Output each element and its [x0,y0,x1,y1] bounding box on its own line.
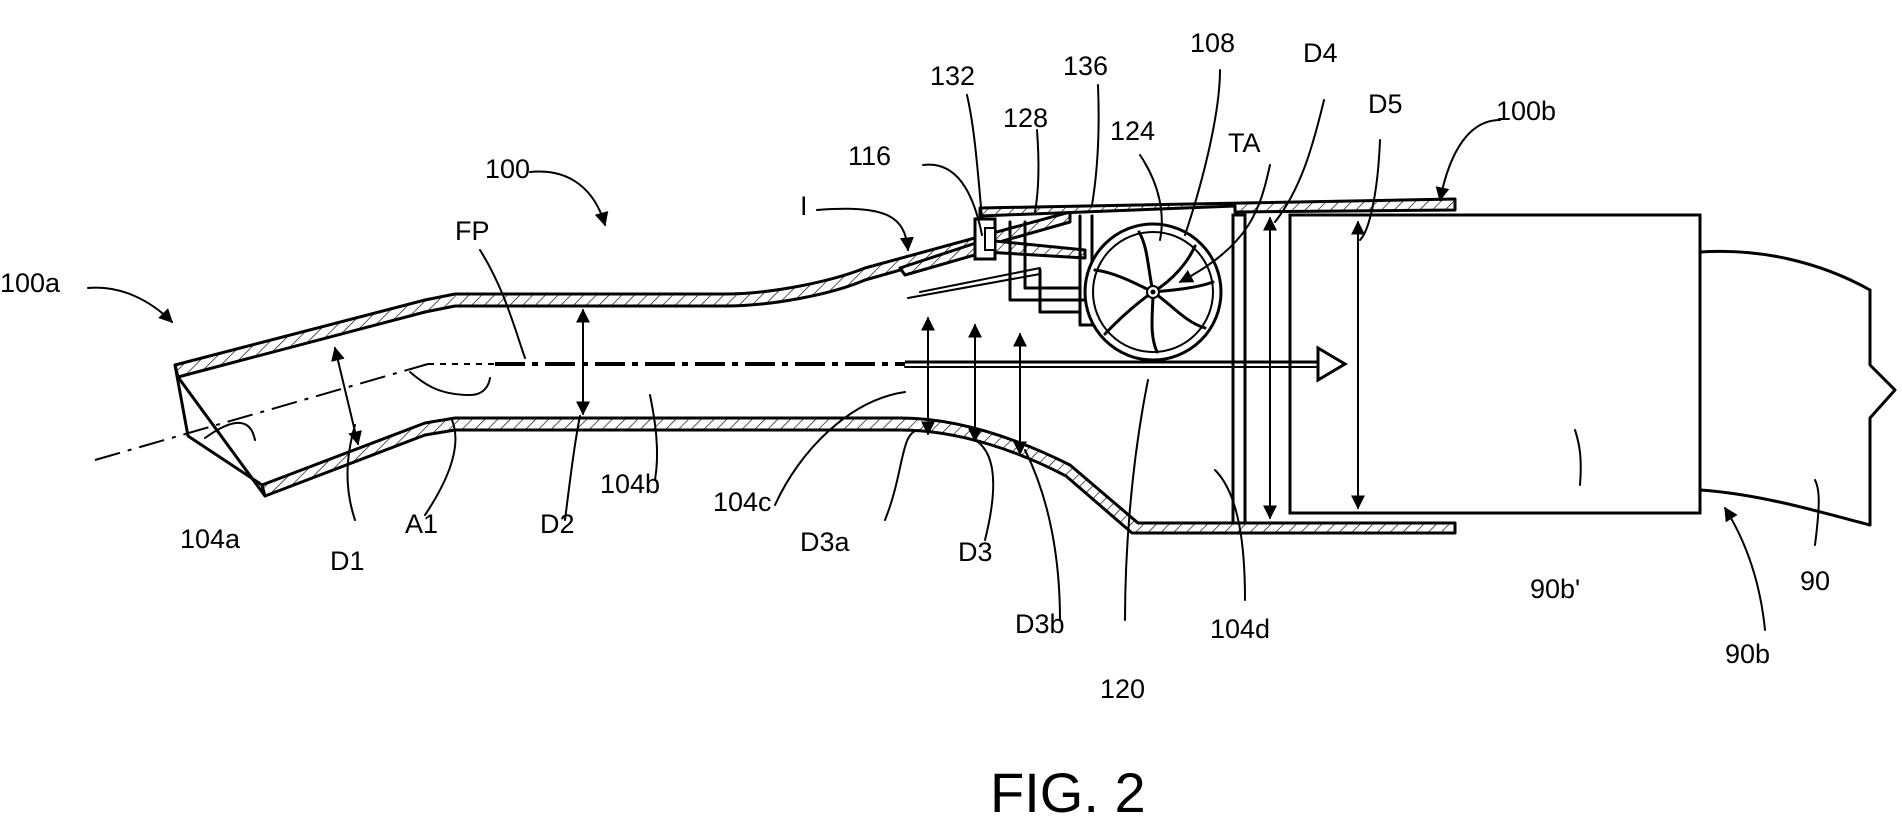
label-d3a: D3a [800,527,851,557]
label-d5: D5 [1368,89,1403,119]
upper-wall [175,212,1070,377]
label-d2: D2 [540,509,575,539]
label-132: 132 [930,61,975,91]
angle-arc [410,372,490,395]
label-d1: D1 [330,546,365,576]
label-120: 120 [1100,674,1145,704]
label-d3: D3 [958,537,993,567]
label-104d: 104d [1210,614,1270,644]
label-i: I [800,191,808,221]
housing-top [980,199,1455,216]
collar-left [1233,215,1245,523]
label-100b: 100b [1496,96,1556,126]
lower-wall [262,418,1455,533]
label-90b: 90b [1725,639,1770,669]
label-a1: A1 [405,509,438,539]
label-116: 116 [848,141,891,171]
label-d3b: D3b [1015,609,1065,639]
label-90b-prime: 90b' [1530,574,1580,604]
label-136: 136 [1063,51,1108,81]
vacuum-tube [1290,215,1895,525]
label-104c: 104c [713,487,772,517]
label-90: 90 [1800,566,1830,596]
label-fp: FP [455,216,490,246]
label-128: 128 [1003,103,1048,133]
label-100a: 100a [0,268,61,298]
label-124: 124 [1110,116,1155,146]
figure-caption: FIG. 2 [990,761,1146,824]
flow-path [95,348,1345,460]
label-100: 100 [485,154,530,184]
label-104a: 104a [180,524,241,554]
label-ta: TA [1228,128,1261,158]
label-108: 108 [1190,28,1235,58]
label-104b: 104b [600,469,660,499]
turbine [1085,224,1221,360]
label-d4: D4 [1303,38,1338,68]
